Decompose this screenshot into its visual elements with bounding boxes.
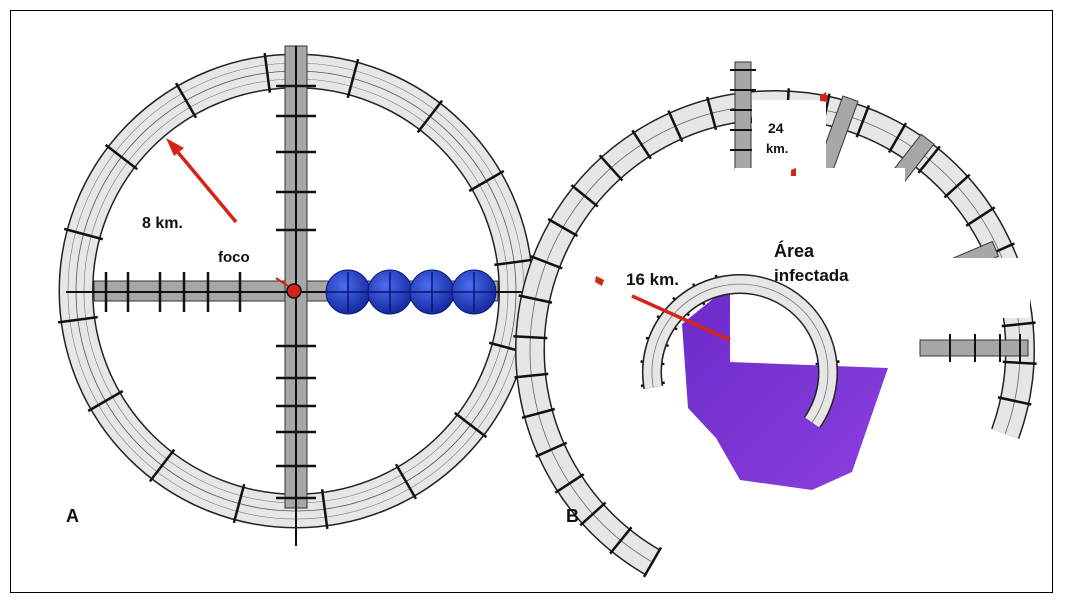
ring-tick [554,473,585,494]
infected-area-label-line1: Área [774,240,815,261]
radius-arrow-a [174,148,238,224]
radius-arrow-b [631,294,731,342]
panel-b-radius-label: 16 km. [626,270,679,289]
ring-tick [468,169,505,193]
ring-tick [232,483,246,524]
ring-tick [494,258,535,267]
ring-tick [148,448,176,483]
ring-tick [609,526,633,555]
ring-tick [997,396,1032,406]
ring-tick [1001,321,1036,328]
focus-marker [595,276,604,286]
panel-a-label: A [66,506,79,526]
panel-b-outer-label-unit: km. [766,141,788,156]
ring-tick [529,254,563,270]
ring-tick [104,143,139,171]
ring-tick [887,122,908,154]
ring-tick [570,184,599,208]
sampling-band-pattern [326,272,496,312]
ring-tick [1002,360,1037,365]
panel-b-label: B [566,506,579,526]
focus-pointer-arrow [275,277,289,287]
ring-tick [263,52,272,93]
panel-a-sampling-bands [325,269,497,315]
ring-tick [855,104,871,138]
ring-tick [453,411,488,439]
ring-tick [642,546,663,578]
ring-tick [174,82,198,119]
focus-marker [791,168,796,176]
panel-b-cutout [752,100,826,168]
panel-a-radius-label: 8 km. [142,215,183,232]
ring-tick [320,489,329,530]
ring-tick [917,145,941,174]
ring-tick [579,501,607,527]
focus-point [286,283,302,299]
ring-tick [631,129,652,160]
panel-a-road-ticks [104,84,316,500]
ring-tick [346,58,360,99]
radius-arrowhead-a [166,138,184,156]
panel-b-diagram: 16 km. 24 km. Área infectada B [513,61,1037,578]
ring-tick [943,173,971,199]
ring-tick [518,294,553,304]
infected-area-label-line2: infectada [774,266,849,285]
ring-tick [416,99,444,134]
panel-a-ring-ticks [57,52,535,530]
ring-tick [394,463,418,500]
panel-b-road-ticks [730,69,1021,362]
panel-b-outer-label-number: 24 [768,120,784,136]
ring-tick [521,407,556,420]
ring-tick [87,389,124,413]
ring-tick [513,335,548,340]
infected-area-polygon [682,285,888,490]
ring-tick [514,372,549,379]
ring-tick [965,206,996,227]
panel-a-focus-label: foco [218,249,250,266]
ring-tick [547,217,579,238]
ring-tick [535,441,568,458]
ring-tick [705,96,718,131]
ring-tick [598,154,624,182]
focus-marker [820,92,828,102]
radial-road [734,61,752,171]
ring-tick [667,110,684,143]
panel-b-inner-ring-segment [651,283,829,423]
ring-tick [63,227,104,241]
ring-tick [57,315,98,324]
panel-a-diagram: 8 km. foco A [57,45,542,546]
